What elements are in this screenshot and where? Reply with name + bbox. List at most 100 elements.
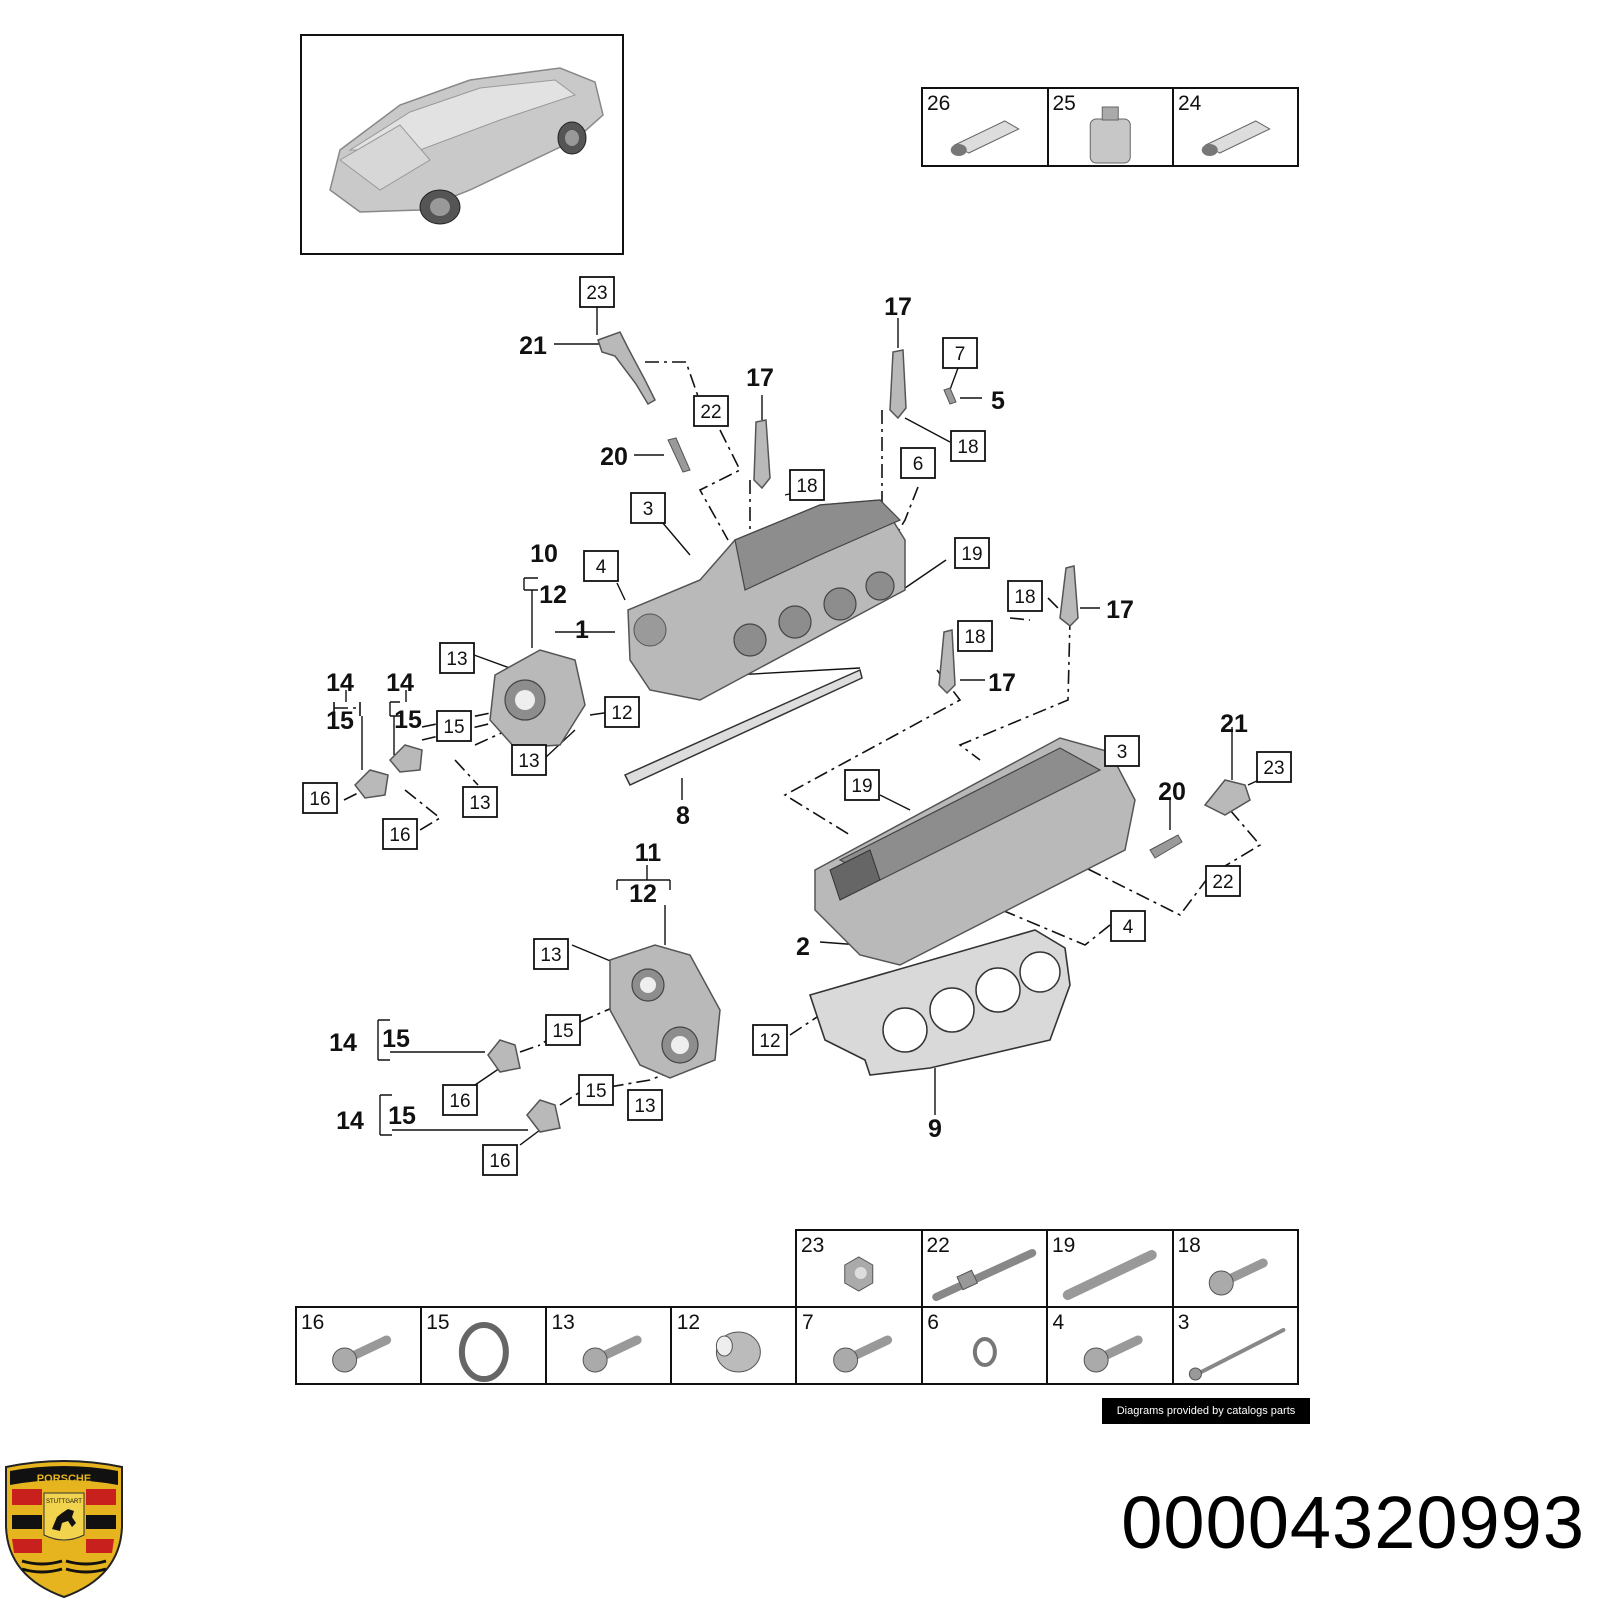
callout-number-5[interactable]: 5 <box>991 387 1005 415</box>
table-cell-7: 7 <box>802 1311 893 1373</box>
callout-box-12[interactable]: 12 <box>604 696 640 728</box>
callout-label: 18 <box>796 476 817 497</box>
callout-box-3[interactable]: 3 <box>1104 735 1140 767</box>
callout-number-14[interactable]: 14 <box>329 1029 357 1057</box>
cell-label: 3 <box>1178 1311 1190 1334</box>
cell-label: 15 <box>426 1311 449 1334</box>
callout-label: 22 <box>700 402 721 423</box>
callout-label: 19 <box>851 776 872 797</box>
pin-icon <box>1062 1250 1157 1300</box>
callout-box-13[interactable]: 13 <box>511 744 547 776</box>
leader-lines <box>333 306 1271 1146</box>
callout-number-17[interactable]: 17 <box>988 669 1016 697</box>
callout-box-23[interactable]: 23 <box>1256 751 1292 783</box>
callout-number-14[interactable]: 14 <box>336 1107 364 1135</box>
cell-label: 6 <box>927 1311 939 1334</box>
callout-box-15[interactable]: 15 <box>578 1074 614 1106</box>
callout-box-18[interactable]: 18 <box>957 620 993 652</box>
callout-box-16[interactable]: 16 <box>302 782 338 814</box>
cell-label: 4 <box>1053 1311 1065 1334</box>
callout-box-18[interactable]: 18 <box>1007 580 1043 612</box>
callout-number-20[interactable]: 20 <box>600 443 628 471</box>
callout-box-18[interactable]: 18 <box>950 430 986 462</box>
cell-label: 23 <box>801 1234 824 1257</box>
table-cell-4: 4 <box>1053 1311 1143 1373</box>
callout-number-14[interactable]: 14 <box>386 669 414 697</box>
part-number: 00004320993 <box>1121 1481 1585 1564</box>
callout-number-2[interactable]: 2 <box>796 933 810 961</box>
callout-box-22[interactable]: 22 <box>693 395 729 427</box>
callout-box-12[interactable]: 12 <box>752 1024 788 1056</box>
washer-icon <box>972 1337 997 1367</box>
cell-label: 12 <box>677 1311 700 1334</box>
callout-box-13[interactable]: 13 <box>462 786 498 818</box>
table-cell-13: 13 <box>552 1311 642 1373</box>
callout-number-21[interactable]: 21 <box>1220 710 1248 738</box>
callout-box-15[interactable]: 15 <box>545 1014 581 1046</box>
callout-label: 13 <box>518 751 539 772</box>
callout-box-16[interactable]: 16 <box>482 1144 518 1176</box>
callout-box-13[interactable]: 13 <box>627 1089 663 1121</box>
nut-icon <box>844 1256 874 1292</box>
callout-box-16[interactable]: 16 <box>382 818 418 850</box>
bolt-icon <box>1083 1335 1143 1373</box>
callout-box-4[interactable]: 4 <box>583 550 619 582</box>
callout-box-3[interactable]: 3 <box>630 492 666 524</box>
credit-banner: Diagrams provided by catalogs parts <box>1102 1398 1310 1424</box>
cell-label: 19 <box>1052 1234 1075 1257</box>
callout-number-15[interactable]: 15 <box>388 1102 416 1130</box>
callout-number-17[interactable]: 17 <box>746 364 774 392</box>
bolt-icon <box>833 1335 893 1373</box>
callout-number-10[interactable]: 10 <box>530 540 558 568</box>
table-cell-6: 6 <box>927 1311 997 1367</box>
vehicle-thumbnail <box>300 34 624 255</box>
callout-box-13[interactable]: 13 <box>533 938 569 970</box>
table-cell-15: 15 <box>426 1311 509 1382</box>
callout-number-12[interactable]: 12 <box>539 581 567 609</box>
callout-box-6[interactable]: 6 <box>900 447 936 479</box>
callout-box-16[interactable]: 16 <box>442 1084 478 1116</box>
callout-number-17[interactable]: 17 <box>884 293 912 321</box>
ignition-coil-lower <box>1149 779 1251 859</box>
callout-number-15[interactable]: 15 <box>394 706 422 734</box>
bolt-icon <box>1208 1258 1268 1296</box>
callout-label: 13 <box>446 649 467 670</box>
table-cell-25: 25 <box>1053 92 1131 164</box>
callout-box-22[interactable]: 22 <box>1205 865 1241 897</box>
callout-label: 7 <box>955 344 966 365</box>
callout-number-12[interactable]: 12 <box>629 880 657 908</box>
seal-ring-icon <box>458 1322 509 1382</box>
callout-label: 23 <box>586 283 607 304</box>
horse-icon <box>52 1509 76 1531</box>
callout-label: 13 <box>634 1096 655 1117</box>
callout-box-7[interactable]: 7 <box>942 337 978 369</box>
callout-number-17[interactable]: 17 <box>1106 596 1134 624</box>
callout-number-8[interactable]: 8 <box>676 802 690 830</box>
ignition-coil-upper <box>597 331 691 473</box>
callout-label: 4 <box>1123 917 1134 938</box>
callout-box-19[interactable]: 19 <box>844 769 880 801</box>
callout-number-21[interactable]: 21 <box>519 332 547 360</box>
callout-box-4[interactable]: 4 <box>1110 910 1146 942</box>
callout-number-1[interactable]: 1 <box>575 616 589 644</box>
callout-number-20[interactable]: 20 <box>1158 778 1186 806</box>
callout-box-18[interactable]: 18 <box>789 469 825 501</box>
callout-number-14[interactable]: 14 <box>326 669 354 697</box>
callout-box-13[interactable]: 13 <box>439 642 475 674</box>
cell-label: 7 <box>802 1311 814 1334</box>
callout-box-15[interactable]: 15 <box>436 710 472 742</box>
table-cell-26: 26 <box>927 92 1020 156</box>
callout-number-9[interactable]: 9 <box>928 1115 942 1143</box>
cell-label: 16 <box>301 1311 324 1334</box>
callout-number-11[interactable]: 11 <box>635 839 662 867</box>
cylinder-head-lower <box>814 737 1136 966</box>
callout-box-23[interactable]: 23 <box>579 276 615 308</box>
callout-number-15[interactable]: 15 <box>326 707 354 735</box>
cell-label: 25 <box>1053 92 1076 115</box>
table-cell-12: 12 <box>677 1311 761 1373</box>
callout-label: 6 <box>913 454 924 475</box>
callout-number-15[interactable]: 15 <box>382 1025 410 1053</box>
callout-box-19[interactable]: 19 <box>954 537 990 569</box>
stud-icon <box>932 1249 1037 1301</box>
